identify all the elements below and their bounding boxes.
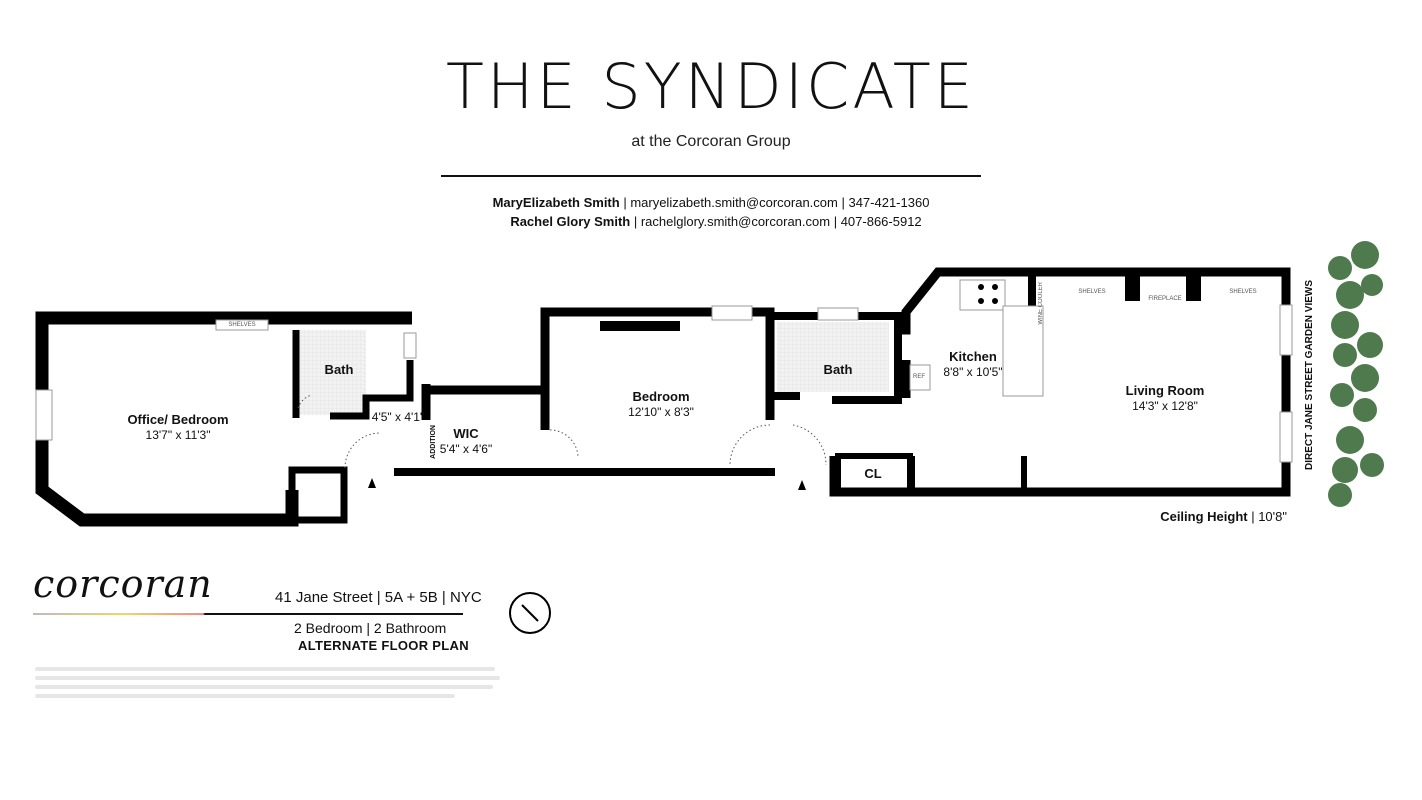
agent-email[interactable]: maryelizabeth.smith@corcoran.com <box>630 195 838 210</box>
shelves-label: SHELVES <box>1229 289 1257 295</box>
room-dims: 8'8" x 10'5" <box>943 365 1003 379</box>
agent-phone: 407-866-5912 <box>840 214 922 229</box>
plan-type: ALTERNATE FLOOR PLAN <box>298 638 469 653</box>
room-bath: Bath <box>324 362 354 377</box>
room-closet: CL <box>864 466 882 481</box>
logo-rule <box>33 613 463 615</box>
agent-email[interactable]: rachelglory.smith@corcoran.com <box>640 214 831 229</box>
subtitle: at the Corcoran Group <box>631 133 791 150</box>
agent-phone: 347-421-1360 <box>848 195 930 210</box>
ceiling-value: 10'8" <box>1258 509 1287 524</box>
corcoran-logo: corcoran <box>33 562 213 606</box>
disclaimer <box>35 676 500 680</box>
wine-cooler-label: WINE COOLER <box>1038 282 1044 325</box>
addition-label: ADDITION <box>430 425 437 459</box>
address: 41 Jane Street | 5A + 5B | NYC <box>275 589 482 606</box>
page-title: THE SYNDICATE <box>446 50 976 123</box>
ceiling-height: Ceiling Height | 10'8" <box>1160 509 1287 524</box>
room-dims: 14'3" x 12'8" <box>1132 399 1198 413</box>
agent-name: MaryElizabeth Smith <box>492 195 620 210</box>
ceiling-label: Ceiling Height <box>1160 509 1248 524</box>
disclaimer <box>35 685 493 689</box>
room-dims: 5'4" x 4'6" <box>439 442 493 456</box>
agent-name: Rachel Glory Smith <box>510 214 631 229</box>
room-dims: 4'5" x 4'1" <box>371 410 425 424</box>
garden-views-label: DIRECT JANE STREET GARDEN VIEWS <box>1304 279 1315 471</box>
bed-bath: 2 Bedroom | 2 Bathroom <box>294 620 447 636</box>
disclaimer <box>35 667 495 671</box>
room-living: Living Room <box>1125 383 1205 398</box>
room-kitchen: Kitchen <box>949 349 997 364</box>
room-dims: 12'10" x 8'3" <box>628 405 694 419</box>
ref-label: REF <box>913 374 925 380</box>
room-office-bedroom: Office/ Bedroom <box>127 412 229 427</box>
room-bedroom: Bedroom <box>632 389 690 404</box>
shelves-label: SHELVES <box>228 322 256 328</box>
agent-1: MaryElizabeth Smith | maryelizabeth.smit… <box>492 195 930 210</box>
disclaimer <box>35 694 455 698</box>
garden-trees <box>1328 241 1384 507</box>
shelves-label: SHELVES <box>1078 289 1106 295</box>
agent-2: Rachel Glory Smith | rachelglory.smith@c… <box>510 214 922 229</box>
room-bath-2: Bath <box>823 362 853 377</box>
fireplace-label: FIREPLACE <box>1148 296 1182 302</box>
compass-icon <box>509 592 551 634</box>
divider <box>441 175 981 177</box>
room-wic: WIC <box>453 426 479 441</box>
room-dims: 13'7" x 11'3" <box>145 428 211 442</box>
